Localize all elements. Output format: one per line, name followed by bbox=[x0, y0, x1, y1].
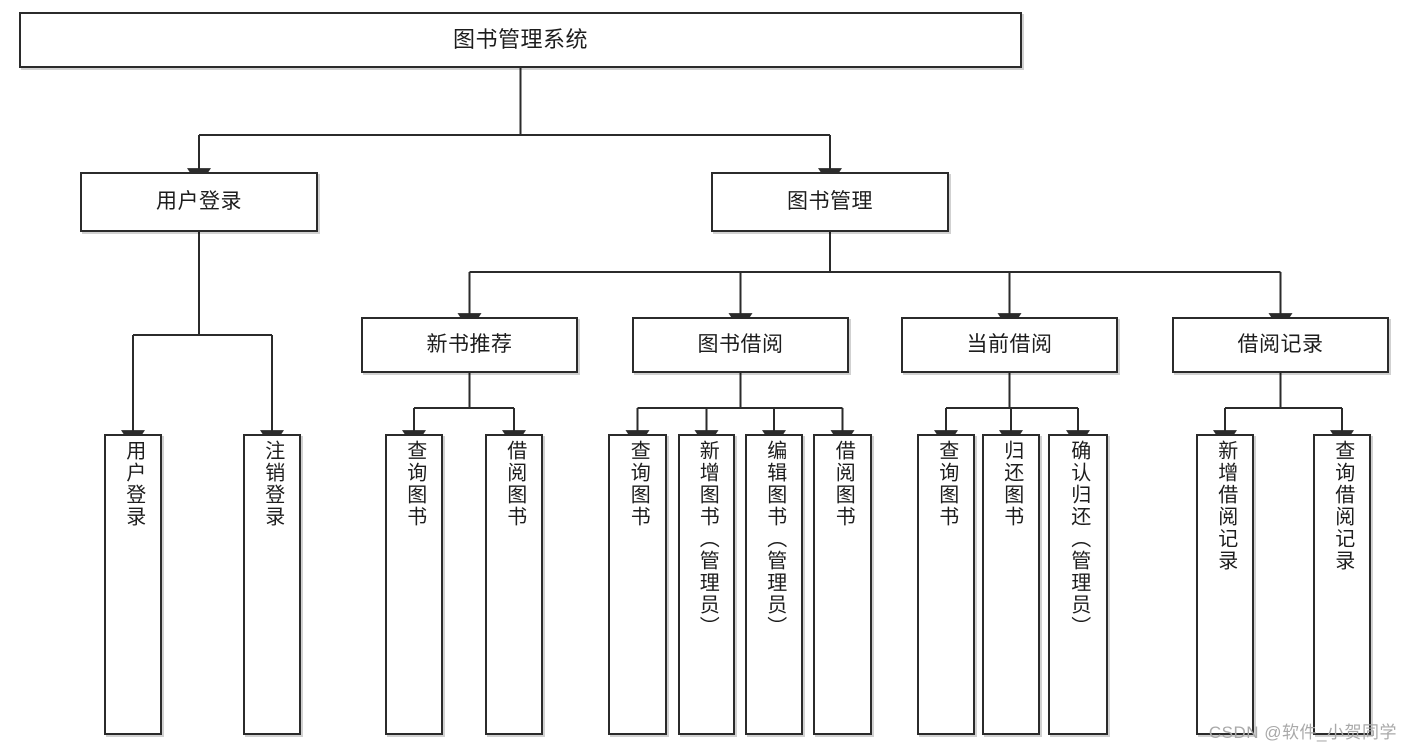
node-leaf-query-rec[interactable]: 查询借阅记录 bbox=[1313, 434, 1371, 735]
node-leaf-borrow-2[interactable]: 借阅图书 bbox=[813, 434, 872, 735]
node-label: 当前借阅 bbox=[966, 332, 1053, 356]
node-leaf-user-login[interactable]: 用户登录 bbox=[104, 434, 162, 735]
node-label: 归还图书 bbox=[1000, 440, 1023, 528]
node-label: 查询图书 bbox=[627, 440, 650, 528]
node-book-borrow[interactable]: 图书借阅 bbox=[632, 317, 849, 373]
node-label: 用户登录 bbox=[156, 189, 242, 213]
node-leaf-confirm[interactable]: 确认归还（管理员） bbox=[1048, 434, 1108, 735]
node-leaf-borrow-1[interactable]: 借阅图书 bbox=[485, 434, 543, 735]
node-label: 新书推荐 bbox=[426, 332, 513, 356]
node-leaf-logout[interactable]: 注销登录 bbox=[243, 434, 301, 735]
node-label: 查询图书 bbox=[403, 440, 426, 528]
watermark-label: CSDN @软件_小贺同学 bbox=[1208, 723, 1397, 742]
node-root[interactable]: 图书管理系统 bbox=[19, 12, 1022, 68]
node-leaf-query-3[interactable]: 查询图书 bbox=[917, 434, 975, 735]
node-label: 注销登录 bbox=[261, 440, 284, 528]
node-leaf-query-1[interactable]: 查询图书 bbox=[385, 434, 443, 735]
node-label: 查询借阅记录 bbox=[1331, 440, 1354, 572]
node-label: 新增图书（管理员） bbox=[696, 440, 719, 638]
node-leaf-add-book[interactable]: 新增图书（管理员） bbox=[678, 434, 735, 735]
node-label: 图书借阅 bbox=[697, 332, 784, 356]
node-leaf-add-rec[interactable]: 新增借阅记录 bbox=[1196, 434, 1254, 735]
node-leaf-query-2[interactable]: 查询图书 bbox=[608, 434, 667, 735]
node-current-borrow[interactable]: 当前借阅 bbox=[901, 317, 1118, 373]
node-label: 借阅图书 bbox=[503, 440, 526, 528]
node-label: 新增借阅记录 bbox=[1214, 440, 1237, 572]
node-borrow-record[interactable]: 借阅记录 bbox=[1172, 317, 1389, 373]
node-label: 查询图书 bbox=[935, 440, 958, 528]
node-label: 编辑图书（管理员） bbox=[763, 440, 786, 638]
connector-lines bbox=[121, 68, 1354, 449]
node-new-book-rec[interactable]: 新书推荐 bbox=[361, 317, 578, 373]
node-user-login[interactable]: 用户登录 bbox=[80, 172, 318, 232]
node-book-manage[interactable]: 图书管理 bbox=[711, 172, 949, 232]
node-label: 用户登录 bbox=[122, 440, 145, 528]
node-leaf-edit-book[interactable]: 编辑图书（管理员） bbox=[745, 434, 803, 735]
node-leaf-return[interactable]: 归还图书 bbox=[982, 434, 1040, 735]
node-label: 确认归还（管理员） bbox=[1067, 440, 1090, 638]
node-label: 借阅图书 bbox=[832, 440, 855, 528]
node-label: 借阅记录 bbox=[1237, 332, 1324, 356]
node-label: 图书管理系统 bbox=[452, 27, 588, 53]
node-label: 图书管理 bbox=[787, 189, 873, 213]
